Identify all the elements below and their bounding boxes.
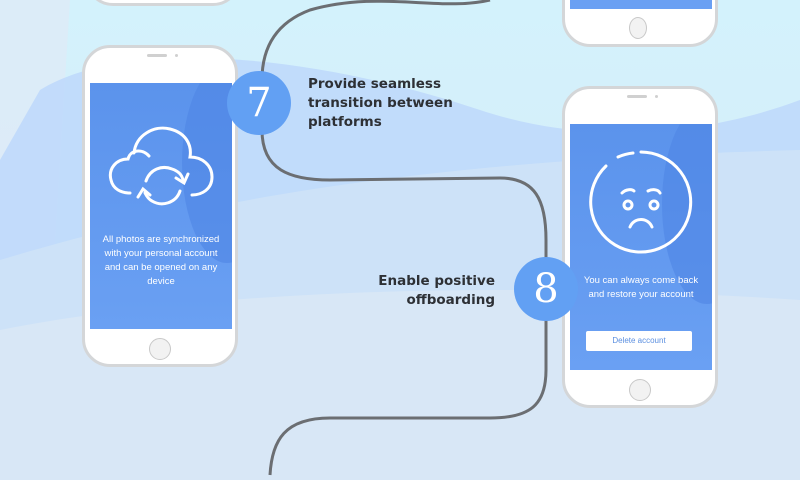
title-line: Enable positive <box>378 273 495 289</box>
step-title: Enable positive offboarding <box>378 272 495 310</box>
camera <box>175 54 178 57</box>
home-button <box>629 379 651 401</box>
step-title: Provide seamless transition between plat… <box>308 75 453 132</box>
home-button <box>629 17 647 39</box>
camera <box>655 95 658 98</box>
step-number-badge: 7 <box>227 71 291 135</box>
title-line: Provide seamless <box>308 76 441 92</box>
screen-text: You can always come back and restore you… <box>583 275 699 300</box>
title-line: transition between <box>308 95 453 111</box>
step-number-badge: 8 <box>514 257 578 321</box>
speaker <box>147 54 167 57</box>
cloud-sync-icon <box>108 126 214 206</box>
phone-screen: All photos are synchronized with your pe… <box>90 83 232 329</box>
phone-step-7: All photos are synchronized with your pe… <box>82 45 238 367</box>
phone-previous-left <box>85 0 241 6</box>
phone-previous-right <box>562 0 718 47</box>
title-line: platforms <box>308 114 382 130</box>
speaker <box>627 95 647 98</box>
phone-step-8: You can always come back and restore you… <box>562 86 718 408</box>
screen-text: All photos are synchronized with your pe… <box>102 234 220 287</box>
home-button <box>149 338 171 360</box>
delete-account-button[interactable]: Delete account <box>586 331 692 351</box>
connector-path <box>260 0 548 476</box>
sad-face-icon <box>589 150 693 254</box>
phone-screen: You can always come back and restore you… <box>570 124 712 370</box>
title-line: offboarding <box>406 292 495 308</box>
